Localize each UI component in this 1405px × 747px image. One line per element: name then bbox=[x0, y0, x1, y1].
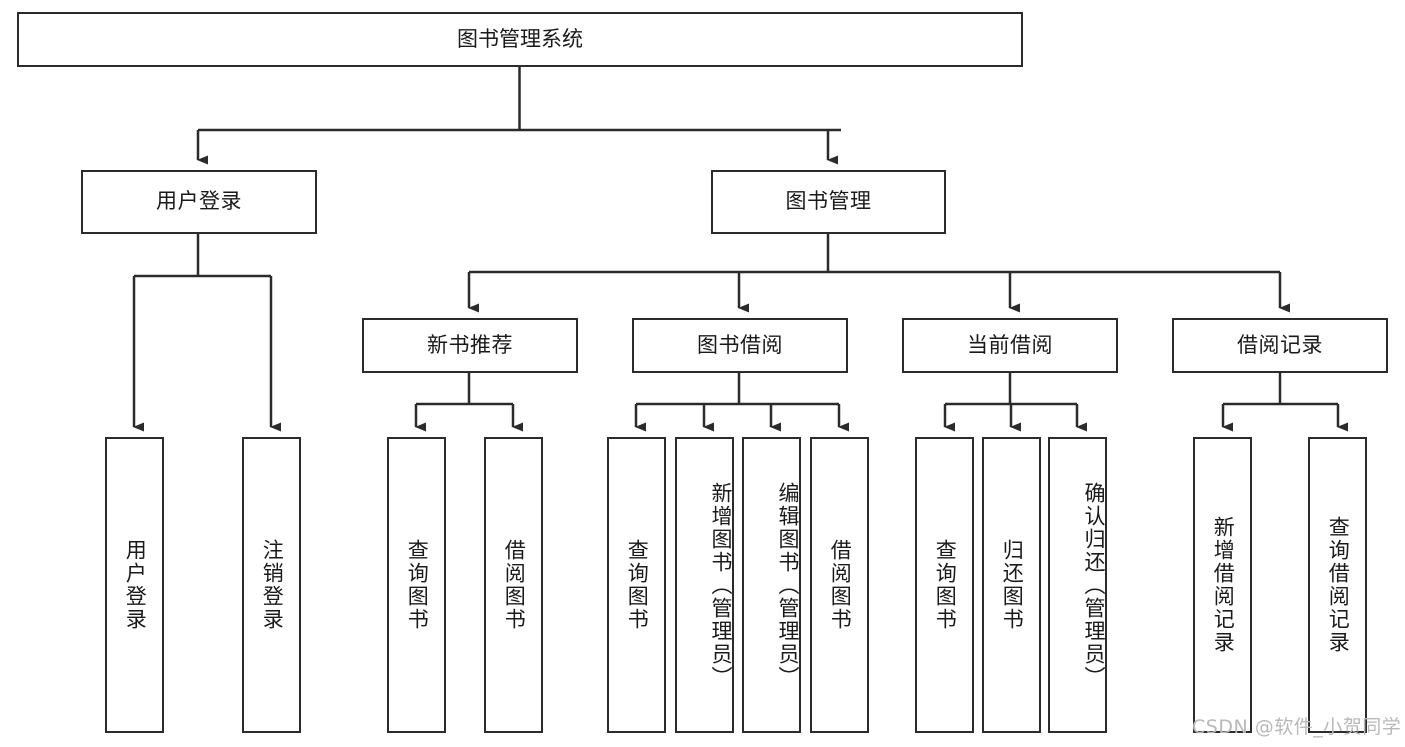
leaf-borrow-query[interactable]: 查询图书 bbox=[607, 437, 666, 733]
leaf-current-confirm-return[interactable]: 确认归还（管理员） bbox=[1048, 437, 1107, 733]
node-current-borrow[interactable]: 当前借阅 bbox=[902, 318, 1118, 373]
node-user-login[interactable]: 用户登录 bbox=[81, 170, 317, 234]
leaf-user-login-signout[interactable]: 注销登录 bbox=[242, 437, 301, 733]
leaf-user-login-signin[interactable]: 用户登录 bbox=[105, 437, 164, 733]
leaf-new-book-query[interactable]: 查询图书 bbox=[387, 437, 446, 733]
node-root-system[interactable]: 图书管理系统 bbox=[17, 12, 1023, 67]
leaf-current-return[interactable]: 归还图书 bbox=[982, 437, 1041, 733]
node-borrow-records[interactable]: 借阅记录 bbox=[1172, 318, 1388, 373]
leaf-records-add[interactable]: 新增借阅记录 bbox=[1193, 437, 1252, 733]
leaf-borrow-borrow-book[interactable]: 借阅图书 bbox=[810, 437, 869, 733]
node-book-borrow[interactable]: 图书借阅 bbox=[632, 318, 848, 373]
node-book-management[interactable]: 图书管理 bbox=[711, 170, 946, 234]
leaf-borrow-edit-book[interactable]: 编辑图书（管理员） bbox=[742, 437, 801, 733]
watermark-credit: CSDN @软件_小贺同学 bbox=[1192, 716, 1402, 738]
leaf-records-query[interactable]: 查询借阅记录 bbox=[1308, 437, 1367, 733]
leaf-current-query[interactable]: 查询图书 bbox=[915, 437, 974, 733]
leaf-new-book-borrow[interactable]: 借阅图书 bbox=[484, 437, 543, 733]
leaf-borrow-add-book[interactable]: 新增图书（管理员） bbox=[675, 437, 734, 733]
node-new-book-recommend[interactable]: 新书推荐 bbox=[362, 318, 578, 373]
